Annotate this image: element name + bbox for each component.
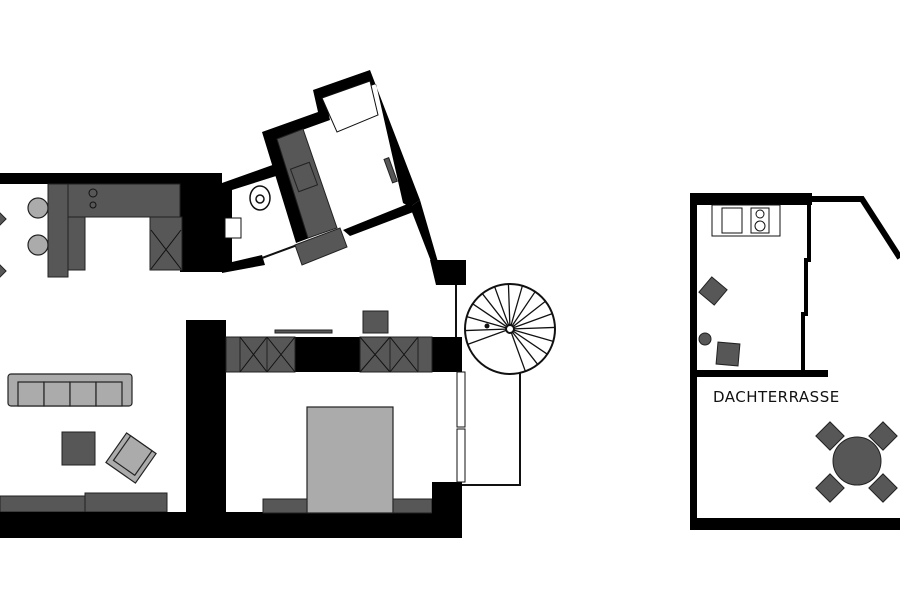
stair-tread [472,303,511,330]
toilet-icon [249,185,271,211]
wall-bottom [0,512,462,538]
stair-tread [509,328,548,355]
wall-slope [812,196,900,260]
cabinet [362,310,389,334]
main-apartment [0,70,556,538]
stair-tread [466,315,511,330]
round-table [832,436,882,486]
wall-top-kitchen [0,173,222,184]
stove [289,161,319,193]
sideboard [0,495,86,513]
stair-tread [481,293,511,330]
armchair [105,432,157,484]
chair [715,341,741,367]
roof-unit [690,193,900,530]
wall-left [690,193,697,530]
wall-bedroom-right [432,482,462,538]
bed [306,406,394,514]
rotated-room [262,70,438,266]
kitchenette [711,204,781,237]
wall-bedroom-left [186,320,226,520]
wall-bottom [690,518,900,530]
window [456,371,466,428]
spiral-staircase[interactable] [464,283,556,375]
bar-stool [27,234,49,256]
stair-tread [493,286,511,330]
wc-room [222,158,301,273]
chair [0,211,7,227]
bar-stool [27,197,49,219]
stair-tread [509,328,527,372]
stair-tread [509,291,536,330]
chair [815,421,845,451]
window [456,428,466,483]
railing [462,372,521,486]
shelf [274,329,333,334]
appliance [294,227,348,266]
wall-divider [697,370,828,377]
chair [0,263,7,279]
stove-burner-icon [755,209,765,219]
stair-tread [507,284,511,330]
stair-tread [509,300,546,330]
side-table [698,332,712,346]
stove-burner-icon [88,188,98,198]
stair-tread [509,312,553,330]
stair-tread [509,326,555,330]
kitchen-counter [47,183,183,278]
wardrobe [225,336,433,373]
chair [868,421,898,451]
chair [868,473,898,503]
wall-block-kitchen [180,184,222,272]
stair-tread [509,328,539,365]
stair-tread [465,328,511,332]
sink-icon [721,207,743,234]
nightstand [392,498,433,514]
sofa [7,373,133,407]
stair-tread [509,328,554,343]
sink-icon [224,217,242,239]
coffee-table [61,431,96,466]
chair [698,276,728,306]
stair-tread [467,328,511,346]
sideboard [84,492,168,513]
stair-tread [509,285,524,330]
wall-top [690,193,812,205]
nightstand [262,498,308,514]
room-label-dachterrasse: DACHTERRASSE [713,388,840,406]
chair [815,473,845,503]
column [430,260,466,285]
bed-single [321,80,379,133]
